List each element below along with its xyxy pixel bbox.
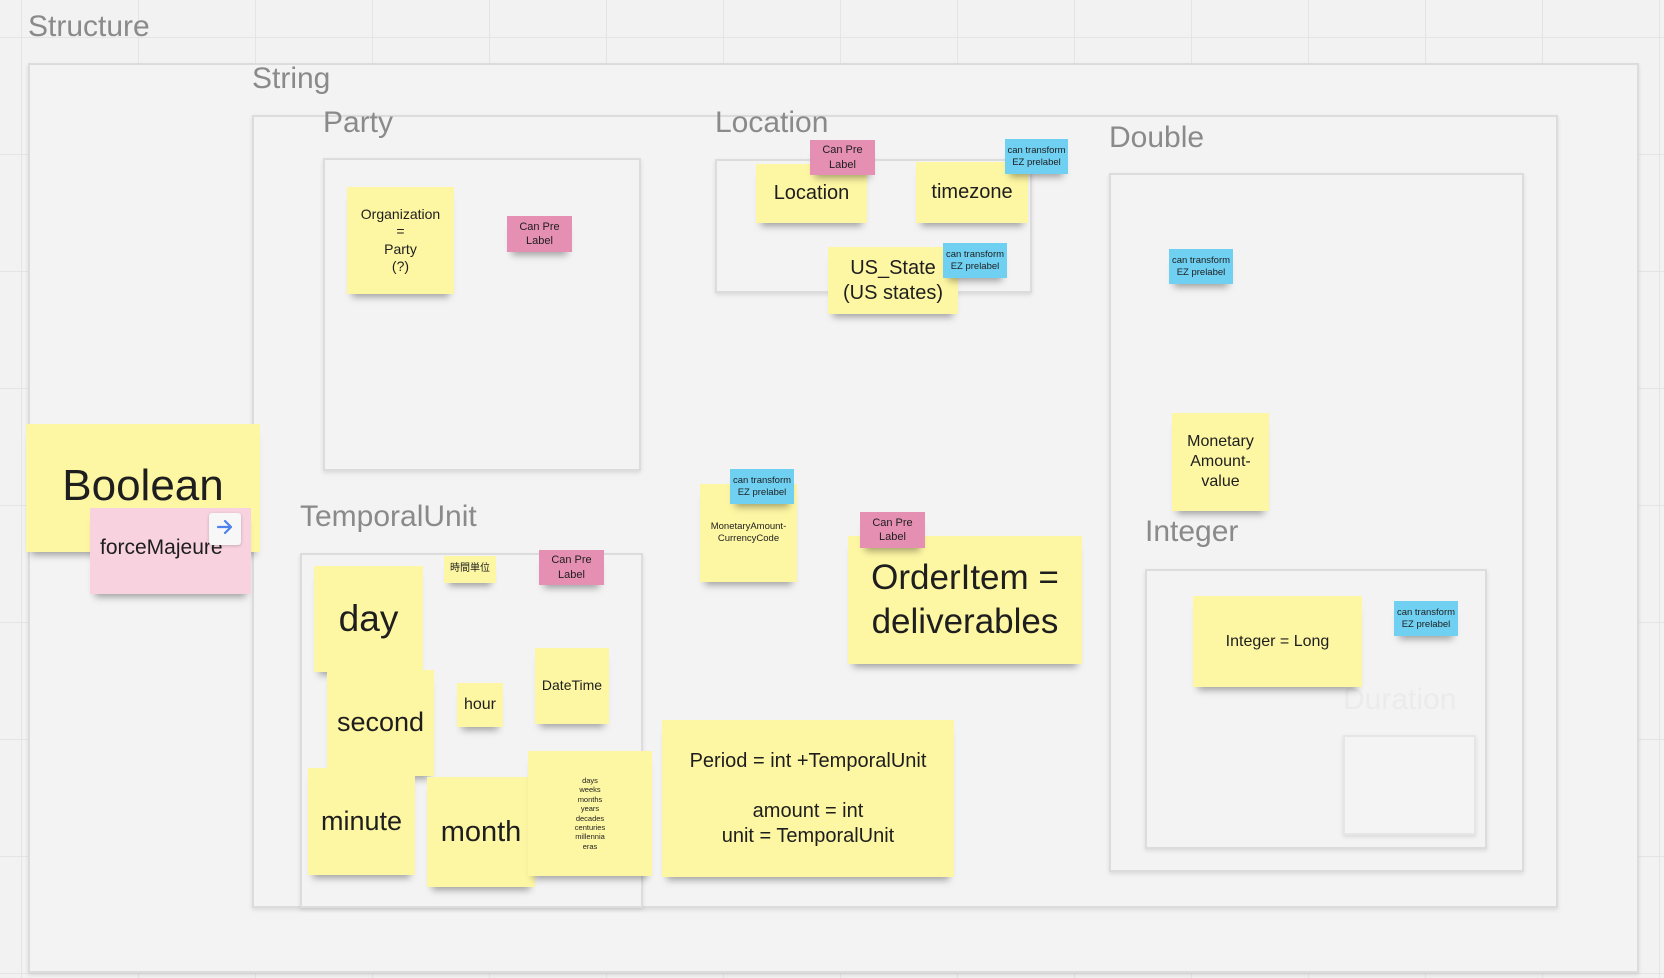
sticky-temporal-can-pre-label[interactable]: Can Pre Label: [539, 550, 604, 585]
sticky-organization-party[interactable]: Organization = Party (?): [347, 187, 454, 294]
sticky-units-list[interactable]: days weeks months years decades centurie…: [528, 751, 652, 876]
sticky-party-can-pre-label[interactable]: Can Pre Label: [507, 216, 572, 252]
sticky-hour[interactable]: hour: [457, 683, 503, 727]
sticky-monetary-amount-value[interactable]: Monetary Amount- value: [1172, 413, 1269, 511]
frame-label-structure: Structure: [28, 10, 150, 43]
sticky-period[interactable]: Period = int +TemporalUnit amount = int …: [662, 720, 954, 877]
sticky-time-unit-jp[interactable]: 時間単位: [444, 556, 496, 583]
sticky-second[interactable]: second: [327, 670, 434, 776]
sticky-location-can-pre-label[interactable]: Can Pre Label: [810, 140, 875, 175]
sticky-us-state-can-transform[interactable]: can transform EZ prelabel: [943, 243, 1007, 278]
sticky-boolean[interactable]: Boolean: [26, 424, 260, 552]
frame-duration[interactable]: [1343, 735, 1476, 835]
sticky-integer-can-transform[interactable]: can transform EZ prelabel: [1394, 601, 1458, 636]
sticky-us-state[interactable]: US_State (US states): [828, 247, 958, 314]
sticky-minute[interactable]: minute: [308, 768, 415, 875]
frame-label-duration: Duration: [1343, 683, 1457, 716]
frame-label-string: String: [252, 62, 331, 95]
frame-label-integer: Integer: [1145, 515, 1239, 548]
sticky-day[interactable]: day: [314, 566, 423, 672]
sticky-currency-can-transform[interactable]: can transform EZ prelabel: [730, 469, 794, 504]
force-majeure-action-button[interactable]: [209, 513, 241, 545]
sticky-order-item-can-pre-label[interactable]: Can Pre Label: [860, 512, 925, 548]
sticky-datetime[interactable]: DateTime: [535, 648, 609, 724]
frame-label-double: Double: [1109, 121, 1205, 154]
sticky-double-can-transform[interactable]: can transform EZ prelabel: [1169, 249, 1233, 284]
sticky-month[interactable]: month: [427, 777, 535, 887]
frame-label-party: Party: [323, 106, 394, 139]
sticky-order-item[interactable]: OrderItem = deliverables: [848, 536, 1082, 664]
sticky-integer-long[interactable]: Integer = Long: [1193, 596, 1362, 687]
frame-label-temporal-unit: TemporalUnit: [300, 500, 477, 533]
sticky-timezone-can-transform[interactable]: can transform EZ prelabel: [1005, 139, 1068, 174]
arrow-right-icon: [215, 517, 235, 542]
frame-label-location: Location: [715, 106, 829, 139]
